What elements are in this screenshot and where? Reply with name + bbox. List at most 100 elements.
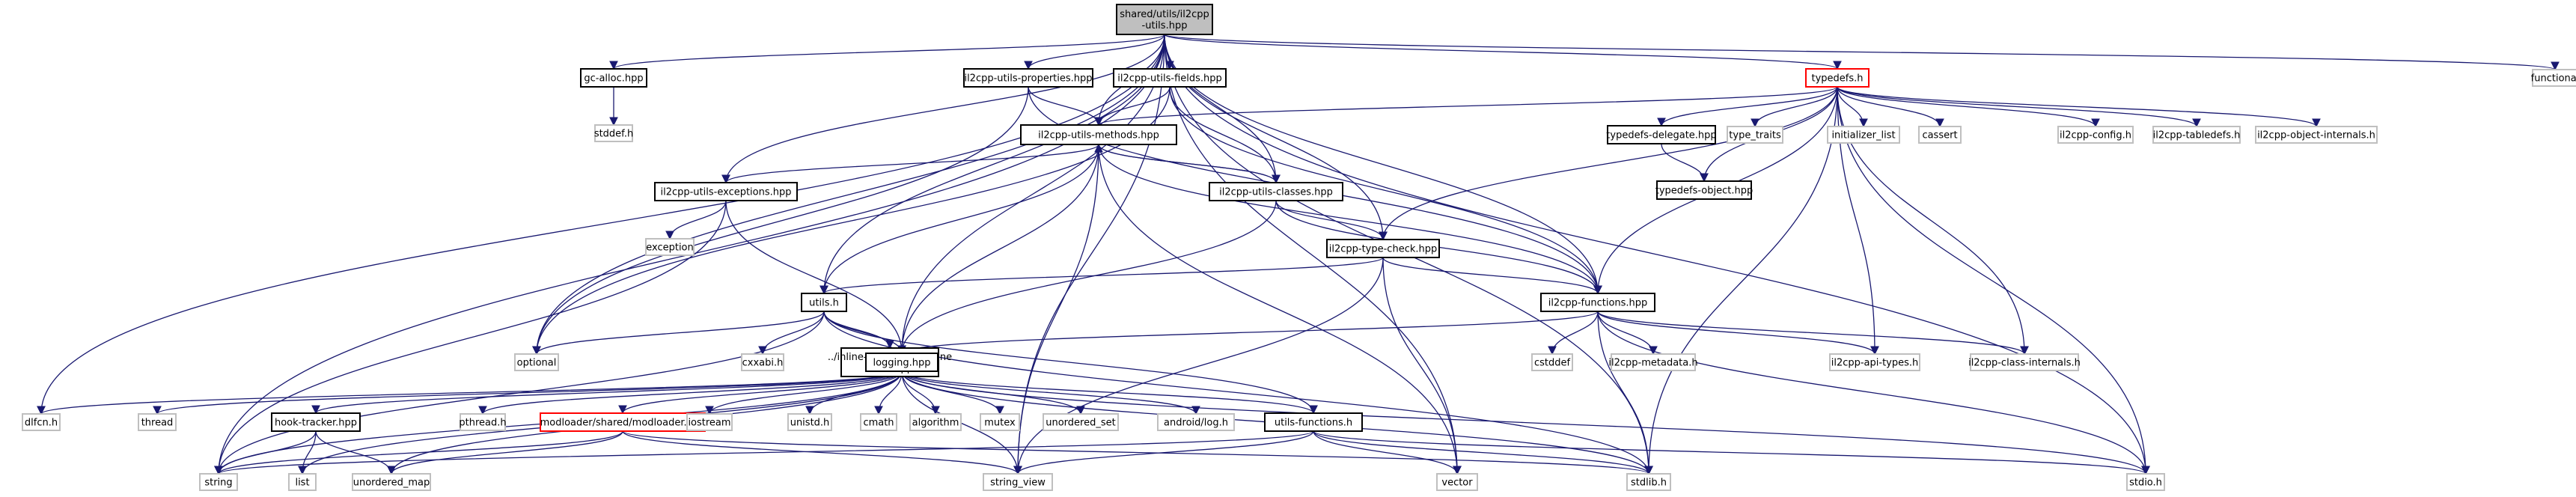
edge-typedefs-to-objinternals — [1837, 86, 2321, 128]
node-utilsh-box — [801, 293, 847, 312]
node-methods-box — [1020, 124, 1177, 145]
node-classes[interactable]: il2cpp-utils-classes.hpp — [1209, 182, 1343, 201]
edge-typedefs-to-tabledefs — [1837, 86, 2201, 128]
edges — [37, 34, 2560, 475]
edge-root-to-classes — [1164, 34, 1281, 184]
node-modloader[interactable]: modloader/shared/modloader.hpp — [540, 412, 706, 432]
node-list-label: list — [295, 478, 309, 489]
edge-functions-to-stdio — [1597, 311, 2150, 475]
node-gcalloc[interactable]: gc-alloc.hpp — [580, 68, 647, 88]
node-typecheck-label: il2cpp-type-check.hpp — [1329, 244, 1438, 255]
node-stringview-label: string_view — [990, 478, 1046, 489]
edge-root-to-functional — [1164, 34, 2560, 71]
node-functional: functional — [2531, 69, 2576, 87]
node-exception-label: exception — [646, 243, 694, 254]
node-utilsfunctions[interactable]: utils-functions.h — [1264, 412, 1363, 432]
node-algorithm-box — [909, 413, 962, 431]
node-androidlog-box — [1157, 413, 1235, 431]
node-typecheck-box — [1326, 239, 1440, 258]
edge-utilsh-to-cxxabi — [758, 311, 825, 356]
edge-functions-to-classinternals — [1597, 311, 2029, 356]
edge-logging-to-iostream — [705, 371, 903, 415]
node-props[interactable]: il2cpp-utils-properties.hpp — [963, 68, 1093, 88]
node-hooktracker-label: hook-tracker.hpp — [275, 418, 357, 429]
edge-logging-to-modloader — [618, 371, 903, 415]
edge-typecheck-to-utilsh — [820, 257, 1384, 295]
edge-logging-to-utilsfunctions — [901, 371, 1318, 415]
edge-exceptions-to-logging — [725, 200, 906, 355]
edge-utilsfunctions-to-stdlib — [1313, 430, 1653, 475]
node-cstddef: cstddef — [1531, 353, 1573, 371]
edge-utilsfunctions-to-vector — [1313, 430, 1462, 475]
node-thread: thread — [138, 413, 177, 431]
node-hooktracker[interactable]: hook-tracker.hpp — [271, 412, 361, 432]
node-dlfcn: dlfcn.h — [22, 413, 61, 431]
node-algorithm: algorithm — [909, 413, 962, 431]
node-tobject[interactable]: typedefs-object.hpp — [1655, 180, 1754, 200]
edge-root-to-optional — [532, 34, 1165, 356]
node-functions[interactable]: il2cpp-functions.hpp — [1540, 293, 1655, 312]
node-tabledefs-box — [2152, 126, 2241, 144]
node-typetraits-box — [1727, 126, 1783, 144]
node-exceptions-label: il2cpp-utils-exceptions.hpp — [660, 187, 791, 198]
edge-functions-to-metadata — [1597, 311, 1658, 356]
edge-methods-to-stringview — [1013, 144, 1099, 475]
node-logging-box — [865, 353, 938, 372]
node-tabledefs: il2cpp-tabledefs.h — [2152, 126, 2241, 144]
edge-functions-to-apitypes — [1597, 311, 1879, 356]
node-metadata-label: il2cpp-metadata.h — [1608, 358, 1697, 369]
node-props-label: il2cpp-utils-properties.hpp — [964, 73, 1092, 85]
edge-root-to-gcalloc — [609, 34, 1165, 70]
edge-typedefs-to-typecheck — [1379, 86, 1838, 241]
edge-tdelegate-to-tobject — [1661, 143, 1709, 183]
node-objinternals-box — [2255, 126, 2378, 144]
node-pthread: pthread.h — [459, 413, 507, 431]
node-stddef-label: stddef.h — [594, 129, 633, 140]
node-androidlog-label: android/log.h — [1164, 418, 1228, 429]
node-stdlib-box — [1626, 473, 1671, 491]
node-utilsfunctions-label: utils-functions.h — [1275, 418, 1352, 429]
node-modloader-label: modloader/shared/modloader.hpp — [540, 418, 706, 429]
node-thread-label: thread — [141, 418, 174, 429]
node-mutex-label: mutex — [984, 418, 1016, 429]
edge-typedefs-to-methods — [1094, 86, 1838, 126]
edge-classes-to-methods — [1094, 143, 1277, 183]
node-logging[interactable]: logging.hpp — [865, 353, 938, 372]
node-utilsh-label: utils.h — [809, 298, 839, 309]
node-vector-label: vector — [1441, 478, 1473, 489]
node-androidlog: android/log.h — [1157, 413, 1235, 431]
edge-methods-to-logging — [897, 144, 1099, 355]
node-typedefs-label: typedefs.h — [1811, 73, 1863, 85]
node-unorderedmap-label: unordered_map — [353, 478, 430, 489]
edge-logging-to-dlfcn — [37, 371, 903, 415]
node-mutex: mutex — [980, 413, 1020, 431]
edge-modloader-to-string — [214, 430, 623, 475]
edge-modloader-to-unorderedmap — [387, 430, 623, 475]
node-exceptions[interactable]: il2cpp-utils-exceptions.hpp — [654, 182, 798, 201]
node-vector: vector — [1436, 473, 1478, 491]
edge-typedefs-to-typetraits — [1751, 86, 1838, 128]
edge-utilsfunctions-to-stringview — [1013, 430, 1314, 475]
node-classes-box — [1209, 182, 1343, 201]
node-utilsh[interactable]: utils.h — [801, 293, 847, 312]
edge-hooktracker-to-list — [298, 430, 317, 475]
edge-root-to-typecheck — [1164, 34, 1388, 241]
node-stdio-label: stdio.h — [2129, 478, 2162, 489]
edge-exceptions-to-string — [214, 200, 727, 475]
node-string-box — [199, 473, 238, 491]
node-string-label: string — [204, 478, 232, 489]
node-typecheck[interactable]: il2cpp-type-check.hpp — [1326, 239, 1440, 258]
node-logging-label: logging.hpp — [873, 358, 930, 369]
node-stddef-box — [594, 124, 633, 142]
node-typedefs[interactable]: typedefs.h — [1805, 68, 1870, 88]
node-cmath: cmath — [860, 413, 897, 431]
node-root[interactable]: shared/utils/il2cpp-utils.hpp — [1116, 4, 1213, 35]
node-stdio-box — [2126, 473, 2165, 491]
node-cassert: cassert — [1918, 126, 1962, 144]
node-tdelegate[interactable]: typedefs-delegate.hpp — [1606, 125, 1717, 144]
node-fields[interactable]: il2cpp-utils-fields.hpp — [1113, 68, 1227, 88]
node-methods[interactable]: il2cpp-utils-methods.hpp — [1020, 124, 1177, 145]
node-tabledefs-label: il2cpp-tabledefs.h — [2153, 130, 2241, 141]
node-tdelegate-label: typedefs-delegate.hpp — [1606, 130, 1716, 141]
node-fields-label: il2cpp-utils-fields.hpp — [1117, 73, 1222, 85]
